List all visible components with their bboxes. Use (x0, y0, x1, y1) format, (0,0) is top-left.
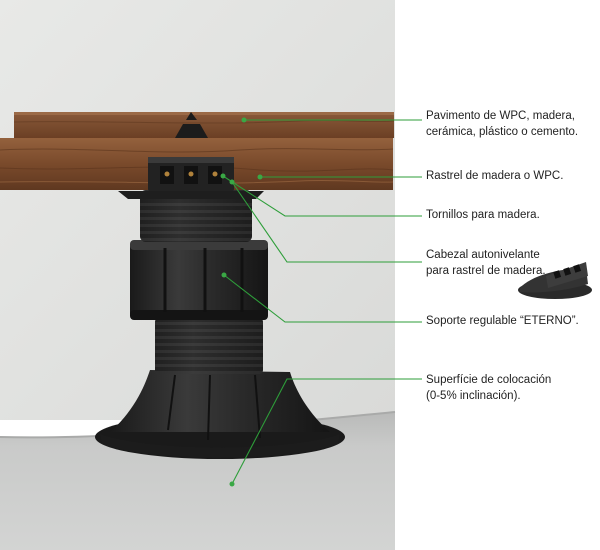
self-levelling-head (148, 157, 234, 191)
label-rastrel-line-1: Rastrel de madera o WPC. (426, 170, 564, 182)
leader-tornillos (222, 175, 422, 217)
head-product-image (518, 262, 592, 299)
label-superficie-line-2: (0-5% inclinación). (426, 390, 521, 402)
leader-dots (220, 117, 263, 487)
label-pavimento-line-1: Pavimento de WPC, madera, (426, 110, 575, 122)
label-superficie-line-1: Superfície de colocación (426, 374, 552, 386)
leader-lines (222, 119, 422, 485)
label-cabezal-line-1: Cabezal autonivelante (426, 249, 540, 261)
label-tornillos-line-1: Tornillos para madera. (426, 209, 540, 221)
adjustment-ring (130, 240, 268, 320)
pedestal-base (95, 370, 345, 459)
leader-cabezal (231, 181, 422, 263)
leader-superficie (231, 378, 422, 485)
label-soporte: Soporte regulable “ETERNO”. (426, 313, 579, 329)
label-superficie: Superfície de colocación (0-5% inclinaci… (426, 372, 551, 404)
label-pavimento-line-2: cerámica, plástico o cemento. (426, 126, 579, 138)
label-pavimento: Pavimento de WPC, madera, cerámica, plás… (426, 108, 578, 140)
label-cabezal-line-2: para rastrel de madera. (426, 265, 546, 277)
leader-soporte (223, 274, 422, 323)
decking-board (13, 112, 395, 138)
label-cabezal: Cabezal autonivelante para rastrel de ma… (426, 247, 546, 279)
label-soporte-line-1: Soporte regulable “ETERNO”. (426, 315, 579, 327)
support-plate (118, 191, 264, 199)
label-rastrel: Rastrel de madera o WPC. (426, 168, 563, 184)
label-tornillos: Tornillos para madera. (426, 207, 540, 223)
